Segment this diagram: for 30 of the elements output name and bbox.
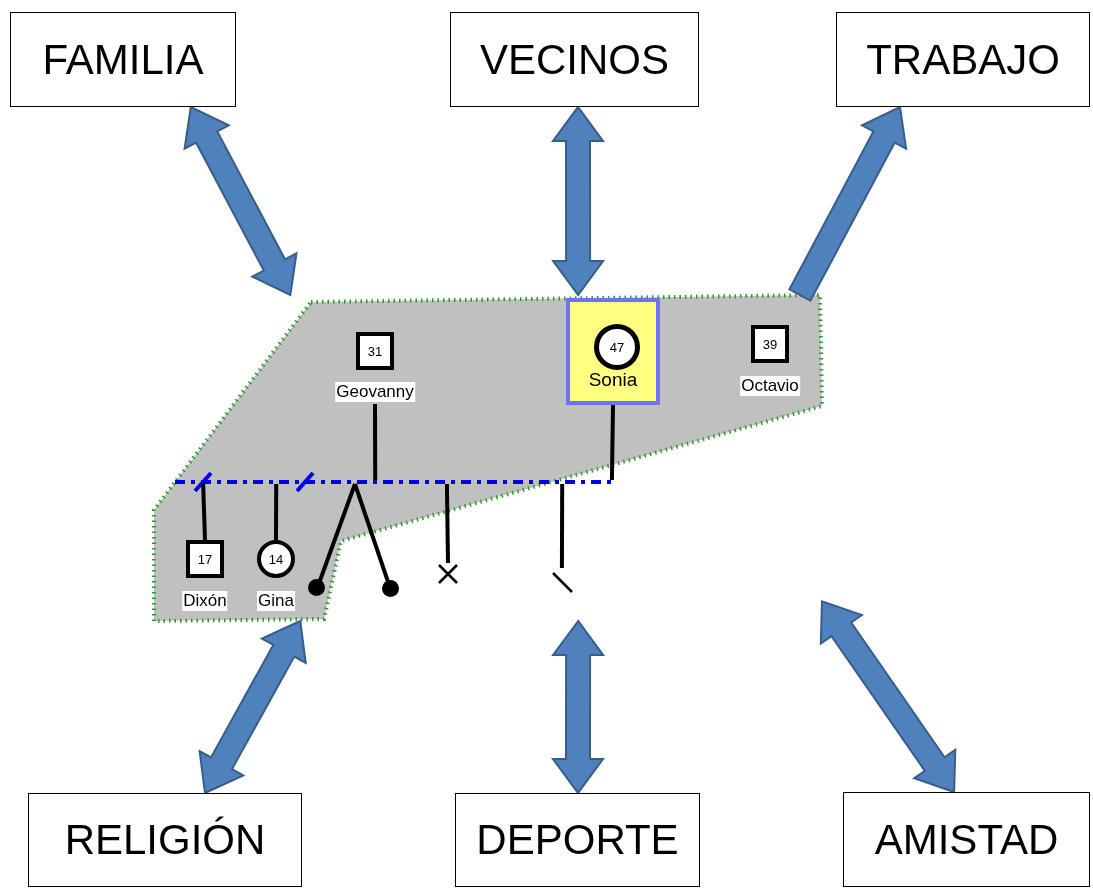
name-label: Gina bbox=[257, 591, 295, 611]
double-block-arrow bbox=[198, 619, 307, 795]
category-box: TRABAJO bbox=[836, 12, 1090, 107]
connector-line bbox=[353, 483, 390, 583]
double-block-arrow bbox=[183, 105, 298, 297]
connector-line bbox=[444, 483, 450, 564]
block-arrow bbox=[788, 105, 908, 302]
male-symbol: 31 bbox=[356, 332, 394, 370]
connector-line bbox=[559, 484, 565, 568]
category-box: FAMILIA bbox=[10, 12, 236, 107]
highlight-box bbox=[566, 298, 660, 405]
connector-line bbox=[318, 483, 357, 582]
name-label: Sonia bbox=[587, 370, 639, 390]
name-label: Dixón bbox=[182, 591, 228, 611]
male-symbol: 39 bbox=[751, 325, 789, 363]
category-box: DEPORTE bbox=[455, 793, 700, 887]
category-box: VECINOS bbox=[450, 12, 699, 107]
connector-line bbox=[373, 404, 378, 480]
category-box: RELIGIÓN bbox=[28, 793, 302, 887]
connector-line bbox=[201, 483, 207, 541]
name-label: Geovanny bbox=[335, 382, 415, 402]
double-block-arrow bbox=[551, 105, 606, 297]
double-block-arrow bbox=[819, 600, 957, 794]
female-symbol: 47 bbox=[594, 324, 640, 370]
double-block-arrow bbox=[551, 619, 606, 795]
male-symbol: 17 bbox=[186, 540, 224, 578]
connector-line bbox=[274, 484, 279, 540]
filled-dot bbox=[382, 580, 399, 597]
name-label: Octavio bbox=[740, 376, 800, 396]
category-box: AMISTAD bbox=[843, 792, 1090, 887]
